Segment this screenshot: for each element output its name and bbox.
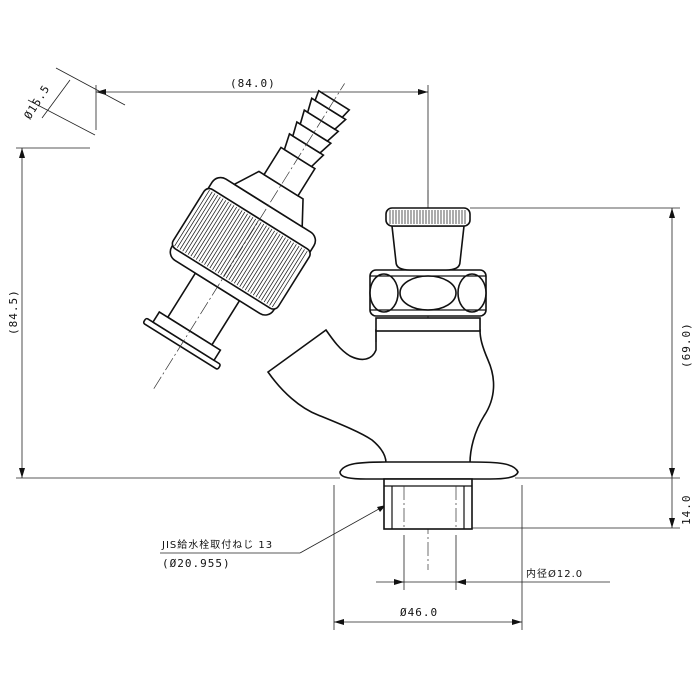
knurl-line [209,211,246,269]
knurl-line [187,198,224,255]
dim-thread-length-label: 14.0 [680,495,693,526]
knurl-line [263,245,300,303]
base-flange [339,461,519,480]
dim-thread-length: 14.0 [470,478,693,529]
knurl-line [250,237,286,294]
knurl-line [252,239,289,296]
knurl-line [174,189,210,247]
knurled-top-cap [385,207,471,271]
knurl-line [198,205,235,262]
knurl-line [206,210,243,267]
valve-bonnet [369,269,487,317]
knurl-line [190,200,227,257]
knurl-line [239,230,275,287]
knurl-line [182,194,218,252]
knurl-line [244,233,281,291]
thread-standard-label: JIS給水栓取付ねじ 13 [161,538,273,551]
knurl-line [212,213,248,270]
dim-inner-dia: 内径Ø12.0 [376,535,610,590]
thread-leader-note: JIS給水栓取付ねじ 13 (Ø20.955) [160,504,387,570]
knurl-line [233,227,270,284]
dim-flange-dia-label: Ø46.0 [400,606,438,619]
hose-adapter [232,170,304,229]
knurl-line [258,242,294,299]
knurl-line [195,203,232,260]
knurl-line [204,208,240,265]
knurl-line [261,244,297,301]
dim-hose-dia: Ø15.5 [22,67,126,136]
dim-height-84-5-label: (84.5) [7,289,20,335]
knurl-line [223,220,259,277]
dim-hose-dia-label: Ø15.5 [22,82,53,121]
knurl-line [247,235,284,293]
dim-width-84-label: (84.0) [230,77,276,90]
knurl-line [225,222,262,279]
knurl-line [201,206,237,264]
dim-height-69-label: (69.0) [680,322,693,368]
knurl-line [214,215,251,272]
knurl-line [176,191,213,248]
knurl-line [255,240,292,298]
knurl-line [269,249,305,306]
barbed-hose-nipple [283,89,351,168]
angled-spout-assembly [142,83,351,389]
dim-height-69: (69.0) [470,207,693,479]
knurl-line [266,247,303,304]
knurl-line [231,225,267,282]
thread-dia-label: (Ø20.955) [162,557,231,570]
knurl-line [220,218,256,276]
knurl-line [193,201,229,259]
dim-height-84-5: (84.5) [7,147,340,479]
knurl-line [271,250,308,308]
knurl-line [242,232,278,289]
knurl-line [236,228,273,286]
dim-inner-dia-label: 内径Ø12.0 [526,567,583,580]
knurl-line [228,223,265,281]
knurl-line [217,217,254,274]
dim-flange-dia: Ø46.0 [333,485,523,630]
spout-centerline [153,83,345,389]
knurl-line [185,196,221,254]
faucet-body [266,317,495,464]
knurl-line [179,193,216,250]
threaded-shank [383,478,473,530]
